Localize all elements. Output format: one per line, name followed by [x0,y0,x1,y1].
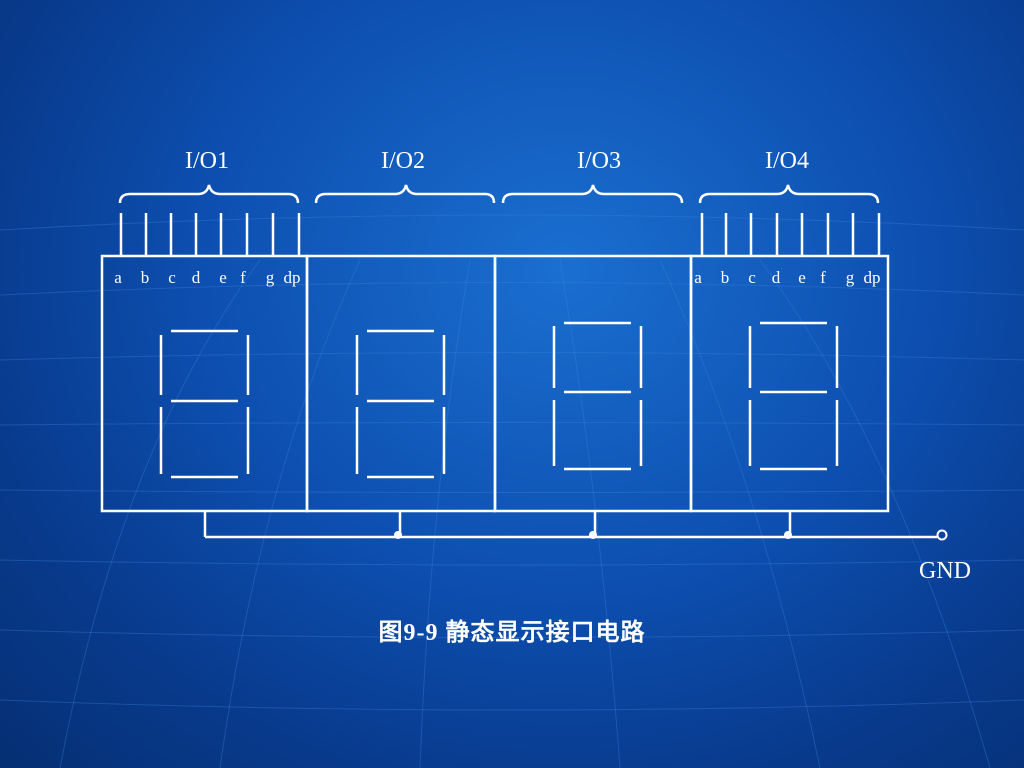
io1-pin-c: c [168,268,176,287]
io4-pin-f: f [820,268,826,287]
io1-pin-labels: a b c d e f g dp [114,268,300,287]
io4-pin-e: e [798,268,806,287]
io1-pin-lines [119,213,301,256]
io4-pin-d: d [772,268,781,287]
io4-pin-a: a [694,268,702,287]
display-box-3 [493,254,693,513]
io1-pin-d: d [192,268,201,287]
io1-pin-g: g [266,268,275,287]
io4-pin-c: c [748,268,756,287]
display-box-1 [100,254,309,513]
io1-pin-dp: dp [284,268,301,287]
io3-brace [501,184,684,204]
io1-pin-e: e [219,268,227,287]
io4-pin-dp: dp [864,268,881,287]
junction-dots [394,531,792,539]
seven-segment-digit-1 [159,329,250,479]
io1-pin-b: b [141,268,150,287]
io1-pin-a: a [114,268,122,287]
io1-brace [118,184,300,204]
io1-pin-f: f [240,268,246,287]
io3-label: I/O3 [577,148,621,174]
seven-segment-digit-3 [552,321,643,471]
io4-pin-lines [700,213,881,256]
seven-segment-digit-2 [355,329,446,479]
io2-label: I/O2 [381,148,425,174]
io4-label: I/O4 [765,148,809,174]
display-box-2 [305,254,497,513]
io4-pin-b: b [721,268,730,287]
figure-caption: 图9-9 静态显示接口电路 [378,620,646,646]
display-box-4 [689,254,890,513]
io1-label: I/O1 [185,148,229,174]
io4-pin-labels: a b c d e f g dp [694,268,880,287]
gnd-label: GND [919,558,971,584]
io4-pin-g: g [846,268,855,287]
seven-segment-digit-4 [748,321,839,471]
ground-bus [203,511,937,539]
gnd-terminal [936,529,948,541]
io4-brace [698,184,880,204]
io2-brace [314,184,496,204]
